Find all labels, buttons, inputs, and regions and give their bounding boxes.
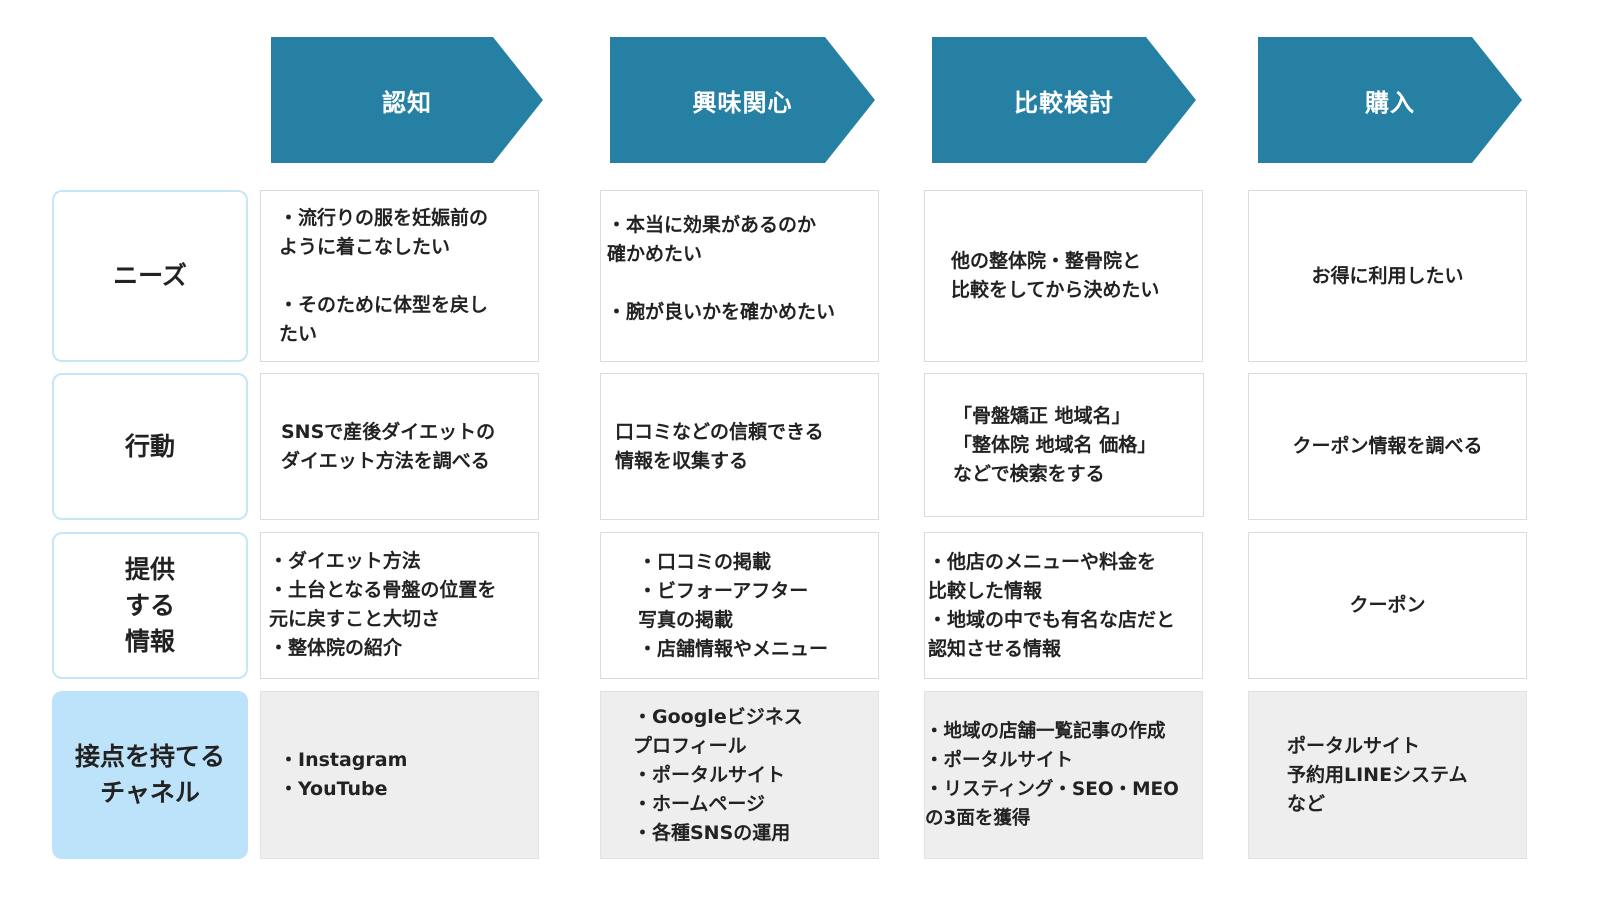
stage-label: 興味関心 xyxy=(692,88,793,117)
cell-channels-interest: ・Googleビジネス プロフィール ・ポータルサイト ・ホームページ ・各種S… xyxy=(600,691,879,859)
stage-arrow-interest: 興味関心 xyxy=(610,37,875,163)
row-header-info: 提供 する 情報 xyxy=(52,532,248,679)
arrow-shape xyxy=(932,37,1196,163)
stage-arrow-purchase: 購入 xyxy=(1258,37,1522,163)
arrow-shape xyxy=(1258,37,1522,163)
cell-action-purchase: クーポン情報を調べる xyxy=(1248,373,1527,520)
cell-info-interest: ・口コミの掲載 ・ビフォーアフター 写真の掲載 ・店舗情報やメニュー xyxy=(600,532,879,679)
cell-info-purchase: クーポン xyxy=(1248,532,1527,679)
row-header-action: 行動 xyxy=(52,373,248,520)
cell-channels-purchase: ポータルサイト 予約用LINEシステム など xyxy=(1248,691,1527,859)
cell-needs-interest: ・本当に効果があるのか 確かめたい ・腕が良いかを確かめたい xyxy=(600,190,879,362)
cell-action-awareness: SNSで産後ダイエットの ダイエット方法を調べる xyxy=(260,373,539,520)
stage-label: 購入 xyxy=(1365,88,1415,117)
stage-arrow-comparison: 比較検討 xyxy=(932,37,1196,163)
cell-channels-awareness: ・Instagram ・YouTube xyxy=(260,691,539,859)
cell-action-comparison: 「骨盤矯正 地域名」 「整体院 地域名 価格」 などで検索をする xyxy=(924,373,1204,517)
row-header-needs: ニーズ xyxy=(52,190,248,362)
arrow-shape xyxy=(610,37,875,163)
cell-info-awareness: ・ダイエット方法 ・土台となる骨盤の位置を 元に戻すこと大切さ ・整体院の紹介 xyxy=(260,532,539,679)
stage-arrow-awareness: 認知 xyxy=(271,37,543,163)
stage-label: 認知 xyxy=(382,88,432,117)
cell-info-comparison: ・他店のメニューや料金を 比較した情報 ・地域の中でも有名な店だと 認知させる情… xyxy=(924,532,1203,679)
cell-needs-comparison: 他の整体院・整骨院と 比較をしてから決めたい xyxy=(924,190,1203,362)
cell-needs-awareness: ・流行りの服を妊娠前の ように着こなしたい ・そのために体型を戻し たい xyxy=(260,190,539,362)
arrow-shape xyxy=(271,37,543,163)
cell-needs-purchase: お得に利用したい xyxy=(1248,190,1527,362)
cell-channels-comparison: ・地域の店舗一覧記事の作成 ・ポータルサイト ・リスティング・SEO・MEO の… xyxy=(924,691,1203,859)
cell-action-interest: 口コミなどの信頼できる 情報を収集する xyxy=(600,373,879,520)
row-header-channels: 接点を持てる チャネル xyxy=(52,691,248,859)
stage-label: 比較検討 xyxy=(1014,88,1114,117)
